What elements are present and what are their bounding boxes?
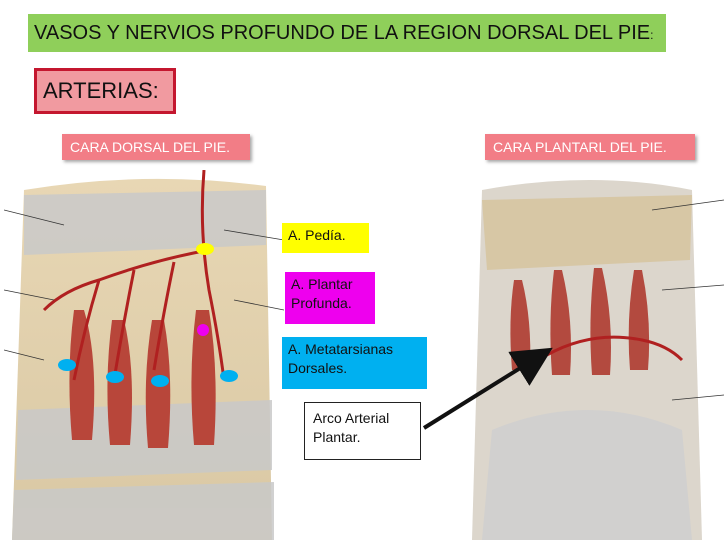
label-arterias-metatarsianas: A. Metatarsianas Dorsales. [282, 337, 427, 389]
section-heading: ARTERIAS: [34, 68, 176, 114]
caption-plantar: CARA PLANTARL DEL PIE. [485, 134, 695, 160]
slide-title-colon: : [650, 28, 654, 42]
label-arteria-plantar-profunda: A. Plantar Profunda. [285, 272, 375, 324]
caption-dorsal: CARA DORSAL DEL PIE. [62, 134, 250, 160]
label-arco-line1: Arco Arterial [313, 410, 390, 426]
label-plantar-line1: A. Plantar [291, 276, 353, 292]
label-arco-arterial-plantar: Arco Arterial Plantar. [304, 402, 421, 460]
label-meta-line1: A. Metatarsianas [288, 341, 394, 357]
label-arco-line2: Plantar. [313, 429, 361, 445]
slide-title-text: VASOS Y NERVIOS PROFUNDO DE LA REGION DO… [34, 22, 651, 44]
label-meta-line2: Dorsales. [288, 360, 348, 376]
slide-title: VASOS Y NERVIOS PROFUNDO DE LA REGION DO… [28, 14, 666, 52]
plantar-foot-illustration [472, 180, 724, 540]
label-arteria-pedia: A. Pedía. [282, 223, 369, 253]
label-plantar-line2: Profunda. [291, 295, 352, 311]
dorsal-foot-illustration [4, 170, 284, 540]
